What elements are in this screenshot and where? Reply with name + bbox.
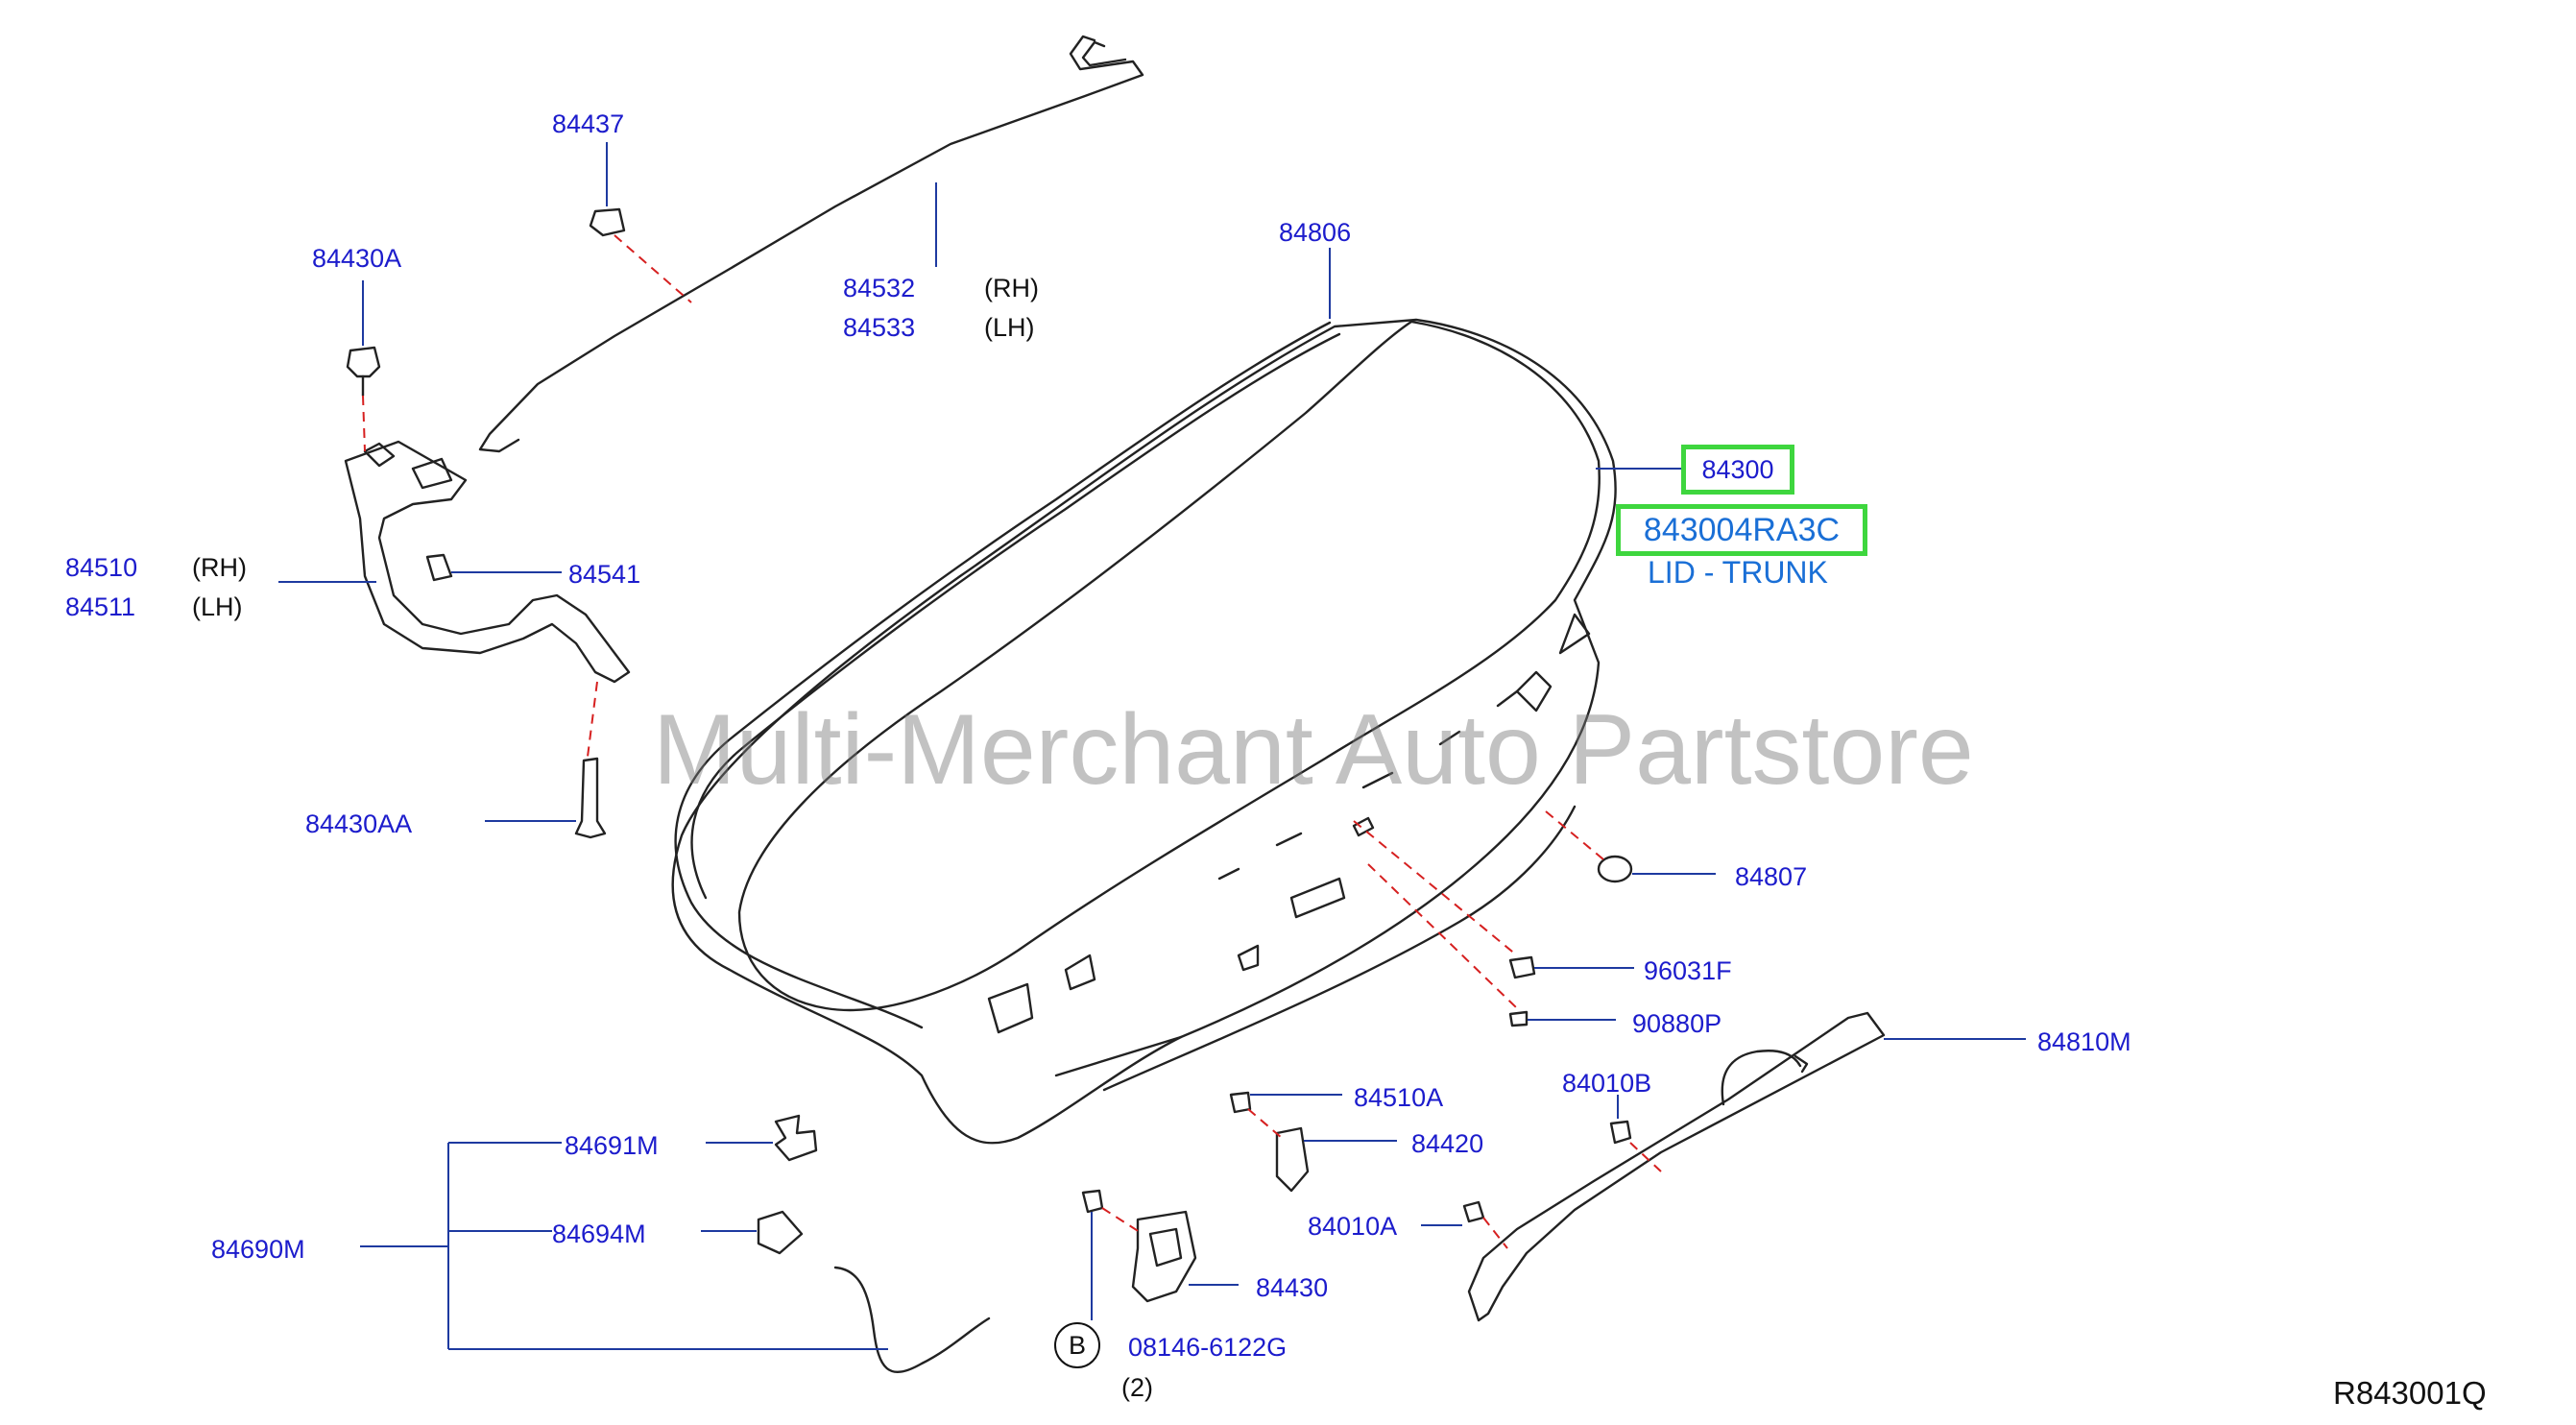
- label-84300: 84300: [1701, 454, 1774, 484]
- label-84691M: 84691M: [565, 1131, 659, 1160]
- trunk-hinge: [344, 440, 631, 684]
- part-description: LID - TRUNK: [1648, 555, 1828, 590]
- license-recess: [1289, 877, 1346, 919]
- bumper-84541: [425, 553, 453, 582]
- label-84533: 84533: [843, 313, 916, 342]
- label-96031F: 96031F: [1644, 956, 1732, 985]
- trunk-latch: [1131, 1210, 1197, 1303]
- bolt-84010A: [1462, 1200, 1485, 1223]
- bolt-84430A: [346, 346, 381, 378]
- bracket-84420: [1275, 1126, 1310, 1193]
- clip-90880P: [1508, 1010, 1529, 1027]
- label-84430A: 84430A: [312, 244, 402, 273]
- drawing-reference: R843001Q: [2333, 1375, 2487, 1411]
- label-84437: 84437: [552, 109, 625, 138]
- garnish-84810M: [1467, 1011, 1886, 1322]
- label-08146-qty: (2): [1121, 1373, 1153, 1402]
- clip-84437: [589, 207, 626, 237]
- label-84010B: 84010B: [1562, 1069, 1652, 1098]
- label-84810M: 84810M: [2037, 1027, 2131, 1056]
- trunk-lid-outline: [671, 318, 1617, 1145]
- handle-84691M: [774, 1114, 818, 1162]
- label-84010A: 84010A: [1308, 1212, 1398, 1241]
- watermark: Multi-Merchant Auto Partstore: [653, 694, 1974, 806]
- label-08146-6122G: 08146-6122G: [1128, 1333, 1288, 1362]
- bolt-08146: [1081, 1189, 1104, 1214]
- cap-84694M: [757, 1210, 804, 1255]
- callout-b-letter: B: [1068, 1330, 1086, 1360]
- plug-84807: [1597, 855, 1633, 883]
- label-84510A: 84510A: [1354, 1083, 1444, 1112]
- label-84511: 84511: [65, 592, 136, 621]
- nut-84010B: [1609, 1120, 1632, 1145]
- label-84541: 84541: [568, 560, 641, 589]
- label-84532-side: (RH): [984, 274, 1039, 302]
- label-84430AA: 84430AA: [305, 809, 413, 838]
- weatherstrip-seal: [674, 321, 1332, 1029]
- label-84532: 84532: [843, 274, 916, 302]
- label-84690M: 84690M: [211, 1235, 305, 1264]
- highlighted-oem-number[interactable]: 843004RA3C: [1616, 504, 1867, 556]
- label-84807: 84807: [1735, 862, 1808, 891]
- bolt-84430AA: [574, 757, 607, 839]
- label-84806: 84806: [1279, 218, 1352, 247]
- label-84511-side: (LH): [192, 592, 243, 621]
- torsion-bar: [478, 35, 1144, 453]
- label-84533-side: (LH): [984, 313, 1035, 342]
- label-84510: 84510: [65, 553, 138, 582]
- highlighted-part-84300[interactable]: 84300: [1681, 445, 1794, 495]
- trunk-lid-panel: [737, 320, 1601, 1012]
- callout-b: B: [1054, 1322, 1100, 1368]
- label-90880P: 90880P: [1632, 1009, 1722, 1038]
- label-84430: 84430: [1256, 1273, 1329, 1302]
- label-84420: 84420: [1411, 1129, 1484, 1158]
- release-cable: [833, 1266, 991, 1374]
- label-oem-number: 843004RA3C: [1643, 511, 1841, 548]
- bolt-84510A: [1229, 1091, 1252, 1114]
- label-84694M: 84694M: [552, 1220, 646, 1248]
- clip-96031F: [1508, 955, 1536, 979]
- label-84510-side: (RH): [192, 553, 247, 582]
